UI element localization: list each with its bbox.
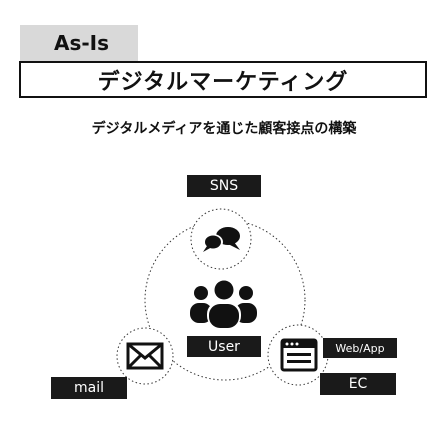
envelope-icon [126, 342, 164, 370]
chat-bubbles-icon [203, 227, 240, 252]
as-is-tag: As-Is [20, 25, 138, 61]
users-group-icon [190, 279, 257, 328]
page-title: デジタルマーケティング [19, 61, 427, 98]
ec-label: EC [320, 373, 396, 395]
browser-window-icon [280, 338, 318, 372]
sns-label: SNS [187, 175, 261, 197]
mail-label: mail [51, 377, 127, 399]
web-app-label: Web/App [323, 338, 397, 358]
diagram-subtitle: デジタルメディアを通じた顧客接点の構築 [91, 121, 357, 137]
user-label: User [187, 336, 261, 357]
